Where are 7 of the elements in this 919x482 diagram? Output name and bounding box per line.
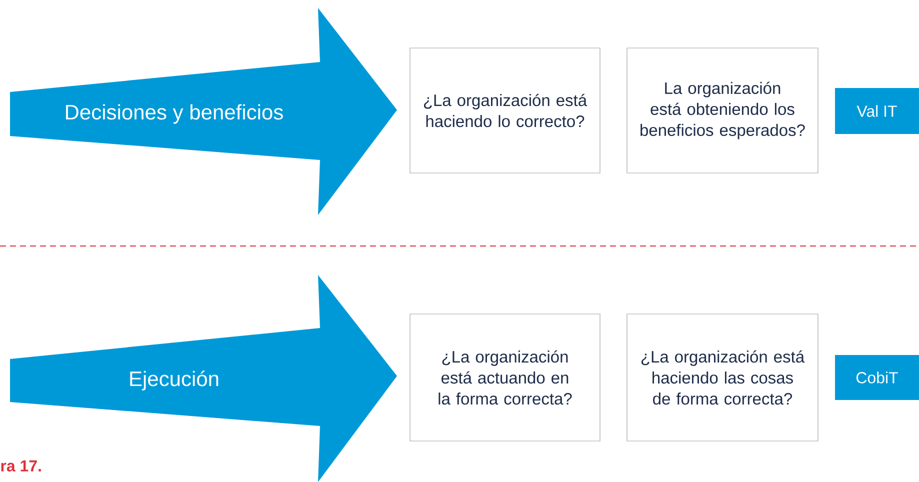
question-box: La organización está obteniendo los beneficios esperados? <box>626 48 818 174</box>
question-box: ¿La organización está haciendo lo correcto? <box>410 48 600 174</box>
question-box: ¿La organización está haciendo las cosas de forma correcta? <box>626 314 818 442</box>
question-box: ¿La organización está actuando en la forma correcta? <box>410 314 600 442</box>
framework-tag: CobiT <box>835 355 919 400</box>
framework-tag: Val IT <box>835 88 919 134</box>
arrow-band: Decisiones y beneficios <box>10 8 397 215</box>
